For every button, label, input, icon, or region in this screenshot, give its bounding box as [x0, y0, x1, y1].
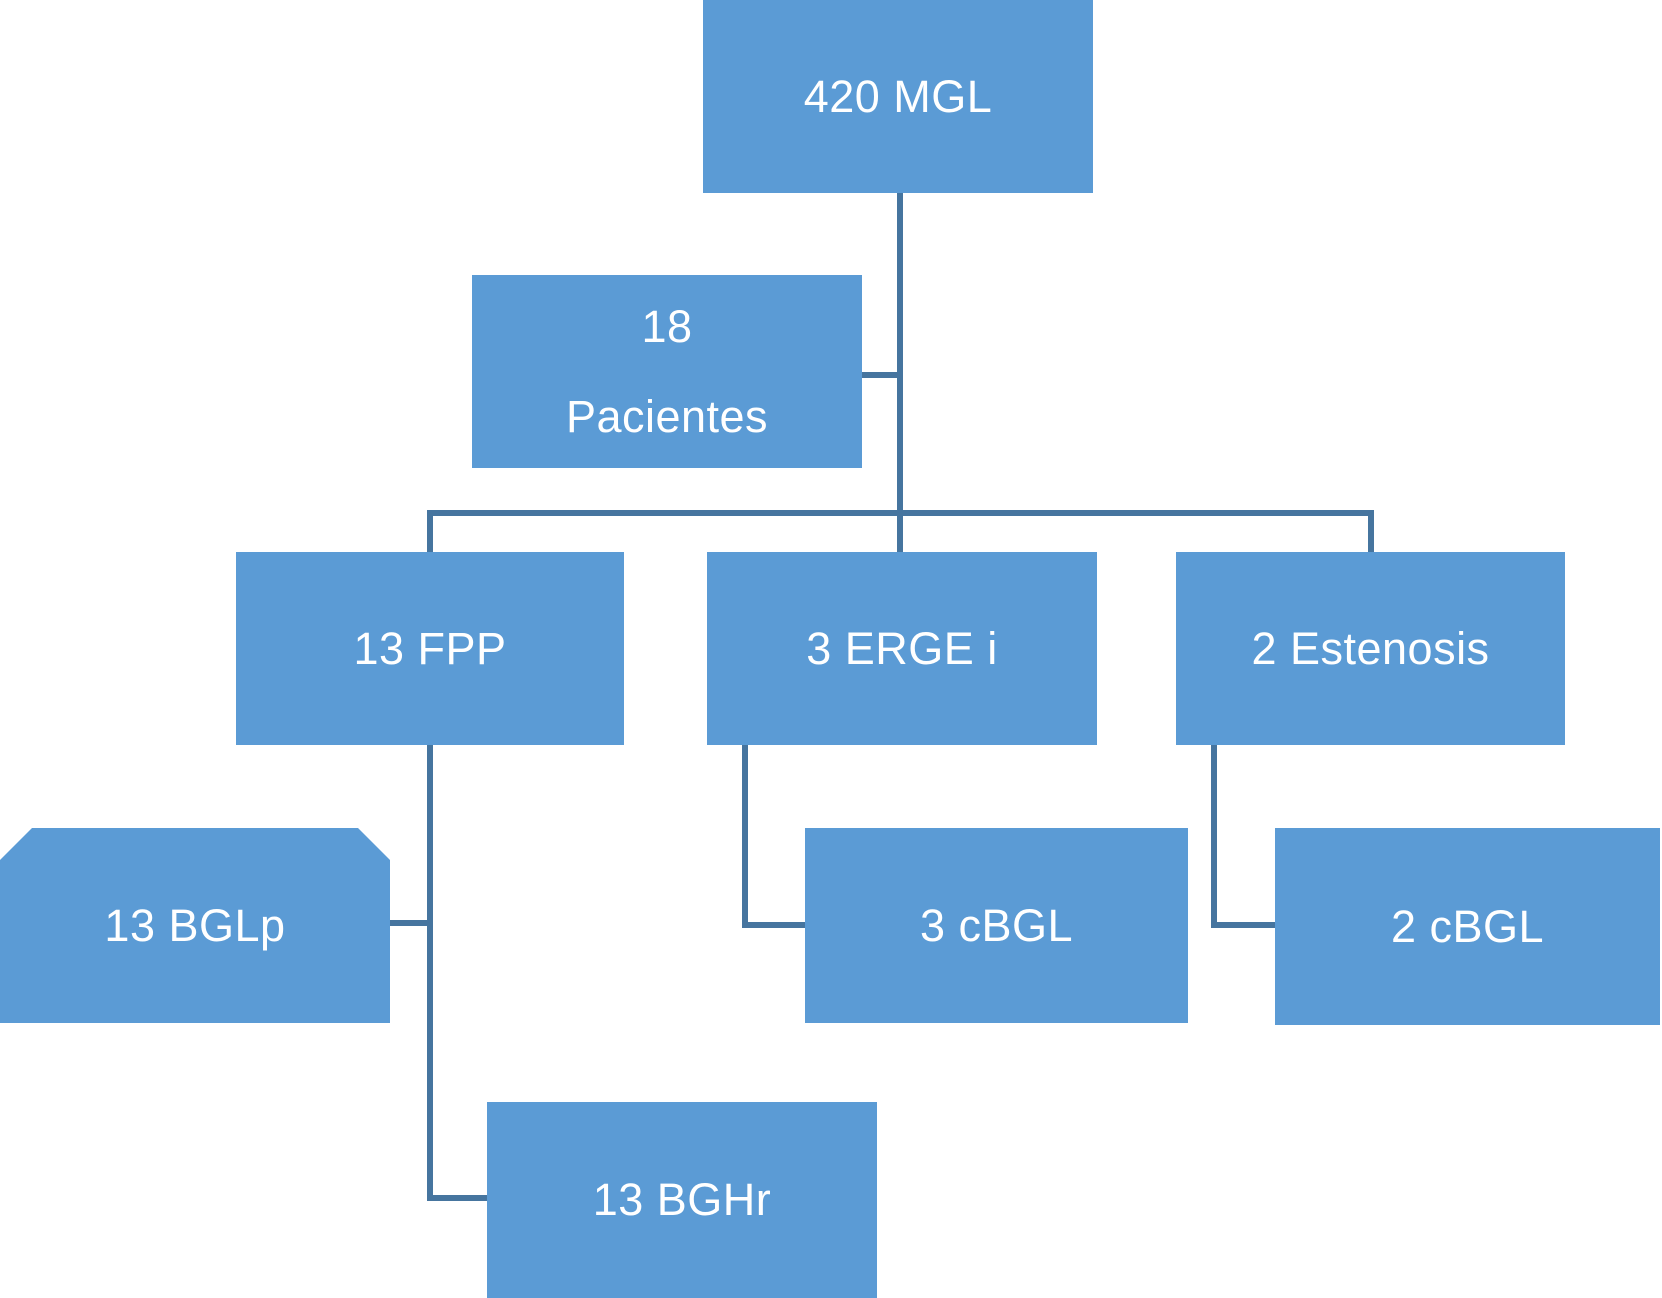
node-label: 2 cBGL	[1390, 900, 1545, 952]
connector-cbgl3-elbow	[742, 922, 805, 928]
connector-fpp-stub	[427, 510, 433, 552]
connector-bghr-elbow	[427, 1195, 487, 1201]
node-label: 13 BGHr	[592, 1174, 772, 1225]
node-label: 13 BGLp	[104, 899, 286, 951]
connector-pacientes-stub	[859, 372, 903, 378]
node-label: 13 FPP	[353, 622, 507, 674]
node-3-erge-i: 3 ERGE i	[707, 552, 1097, 745]
connector-cbgl2-elbow	[1211, 922, 1275, 928]
connector-estenosis-stub	[1368, 510, 1374, 552]
node-13-bghr: 13 BGHr	[487, 1102, 877, 1298]
connector-estenosis-down	[1211, 745, 1217, 928]
node-label: 420 MGL	[803, 70, 993, 122]
node-label: 3 cBGL	[919, 899, 1074, 951]
node-label-line1: 18	[641, 300, 693, 352]
node-label: 2 Estenosis	[1251, 622, 1490, 674]
connector-fpp-down	[427, 745, 433, 1201]
node-18-pacientes: 18 Pacientes	[472, 275, 862, 468]
node-420-mgl: 420 MGL	[703, 0, 1093, 193]
node-label: 3 ERGE i	[806, 622, 998, 674]
node-2-estenosis: 2 Estenosis	[1176, 552, 1565, 745]
connector-erge-down	[742, 743, 748, 928]
node-2-cbgl: 2 cBGL	[1275, 828, 1660, 1025]
node-3-cbgl: 3 cBGL	[805, 828, 1188, 1023]
connector-distribution-line	[427, 510, 1374, 516]
node-13-bglp: 13 BGLp	[0, 828, 390, 1023]
node-13-fpp: 13 FPP	[236, 552, 624, 745]
connector-bglp-stub	[390, 920, 433, 926]
node-label-line2: Pacientes	[565, 390, 769, 442]
